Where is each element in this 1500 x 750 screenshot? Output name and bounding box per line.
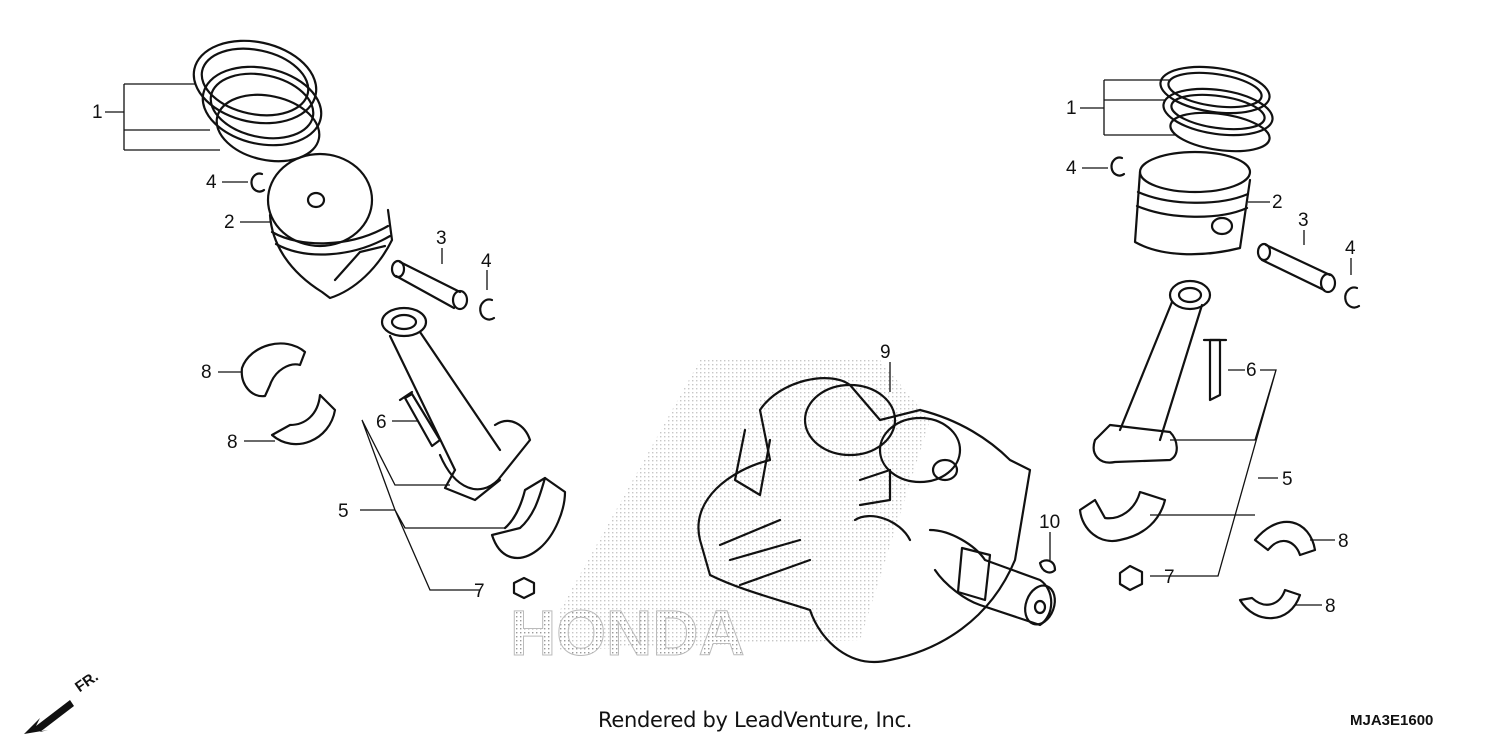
woodruff-key — [1038, 559, 1057, 574]
bearing-left-lower — [270, 393, 337, 446]
callout-2-right: 2 — [1272, 192, 1283, 213]
callout-3-left: 3 — [436, 228, 447, 249]
leader-lines — [105, 79, 1352, 606]
rod-bolt-right — [1202, 338, 1228, 402]
bearing-right-lower — [1238, 588, 1302, 620]
callout-4-left: 4 — [481, 251, 492, 272]
callout-6-right: 6 — [1246, 360, 1257, 381]
connecting-rod-right — [1092, 279, 1212, 464]
callout-2-left: 2 — [224, 212, 235, 233]
rod-nut-left — [512, 576, 536, 600]
bearing-left-upper — [240, 342, 307, 398]
callout-9: 9 — [880, 342, 891, 363]
pin-clip-left — [479, 298, 496, 321]
callout-1-right: 1 — [1066, 98, 1077, 119]
callout-5-left: 5 — [338, 501, 349, 522]
callout-8-right-upper: 8 — [1338, 531, 1349, 552]
piston-rings-right — [1159, 65, 1274, 153]
callout-4-right-upper: 4 — [1066, 158, 1077, 179]
callout-5-right: 5 — [1282, 469, 1293, 490]
callout-labels: 1 4 2 3 4 8 6 8 5 7 9 10 1 4 2 3 4 6 5 8… — [92, 98, 1356, 617]
bearing-right-upper — [1253, 520, 1317, 557]
piston-pin-right — [1256, 242, 1337, 294]
callout-8-right-lower: 8 — [1325, 596, 1336, 617]
pin-clip-right-upper — [1110, 156, 1126, 177]
diagram-code: MJA3E1600 — [1350, 712, 1434, 729]
rod-cap-left — [490, 476, 567, 559]
rod-nut-right — [1118, 564, 1144, 592]
pin-clip-left-upper — [250, 172, 266, 193]
pin-clip-right — [1344, 286, 1361, 309]
callout-4-left-upper: 4 — [206, 172, 217, 193]
callout-8-left-lower: 8 — [227, 432, 238, 453]
watermark-text: HONDA — [510, 597, 745, 669]
piston-pin-left — [390, 259, 469, 311]
connecting-rod-left — [380, 306, 532, 502]
callout-7-left: 7 — [474, 581, 485, 602]
piston-left — [266, 152, 394, 300]
front-direction-arrow-icon — [24, 700, 74, 734]
callout-8-left-upper: 8 — [201, 362, 212, 383]
callout-10: 10 — [1039, 512, 1060, 533]
callout-6-left: 6 — [376, 412, 387, 433]
crankshaft — [697, 377, 1056, 663]
piston-right — [1133, 150, 1252, 256]
callout-7-right: 7 — [1164, 567, 1175, 588]
rod-bolt-left — [398, 390, 442, 448]
footer-credit: Rendered by LeadVenture, Inc. — [598, 708, 913, 732]
honda-watermark-logo: HONDA — [510, 360, 930, 670]
callout-4-right: 4 — [1345, 238, 1356, 259]
piston-rings-left — [192, 39, 323, 163]
rod-cap-right — [1078, 490, 1167, 543]
callout-3-right: 3 — [1298, 210, 1309, 231]
callout-1-left: 1 — [92, 102, 103, 123]
